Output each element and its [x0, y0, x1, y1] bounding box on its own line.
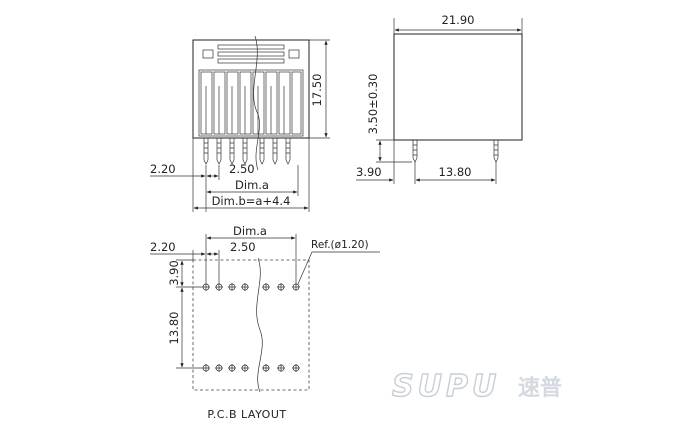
logo-brand-text: SUPU	[392, 369, 500, 404]
side-pin-length-dimension: 3.50±0.30	[366, 74, 412, 163]
front-dim-b-label: Dim.b=a+4.4	[212, 194, 291, 208]
side-left-offset-label: 3.90	[356, 165, 382, 179]
side-span-label: 13.80	[439, 165, 472, 179]
pcb-row-offset-label: 3.90	[167, 260, 181, 286]
front-pins	[203, 138, 291, 165]
side-bottom-dimensions: 3.90 13.80	[356, 140, 497, 184]
pcb-layout-view: Dim.a 2.20 2.50 Ref.(ø1.20) 3.90 13.80 P…	[150, 224, 380, 421]
pcb-ref-label: Ref.(ø1.20)	[311, 239, 369, 251]
pcb-footprint-outline	[192, 259, 310, 391]
side-body-outline	[393, 33, 523, 141]
side-width-label: 21.90	[442, 13, 475, 27]
pcb-dim-a-label: Dim.a	[233, 224, 267, 238]
side-pin-length-label: 3.50±0.30	[366, 74, 380, 135]
side-pins	[412, 140, 499, 163]
break-line	[253, 35, 260, 171]
cell-area	[198, 69, 304, 137]
front-height-dimension: 17.50	[309, 39, 330, 139]
supu-logo: SUPU 速普	[391, 368, 562, 404]
front-pitch-label: 2.50	[229, 162, 255, 176]
front-dim-a-label: Dim.a	[235, 178, 269, 192]
pcb-side-dimensions: 3.90 13.80	[167, 259, 202, 369]
front-height-label: 17.50	[310, 74, 324, 107]
left-latch	[202, 49, 214, 59]
front-view: 17.50 2.20 2.50 Dim.a Dim.b=a+4.4	[150, 35, 330, 212]
front-offset-label: 2.20	[150, 162, 176, 176]
pcb-top-dimensions: Dim.a 2.20 2.50 Ref.(ø1.20)	[150, 224, 380, 285]
pcb-break-line	[256, 257, 263, 393]
pcb-offset-label: 2.20	[150, 240, 176, 254]
right-latch	[288, 49, 300, 59]
pcb-row-span-label: 13.80	[167, 312, 181, 345]
pcb-pitch-label: 2.50	[230, 240, 256, 254]
side-view: 21.90 3.50±0.30 3.90 13.80	[356, 13, 523, 184]
pcb-hole-row-top	[202, 283, 300, 291]
contact-cells	[200, 71, 302, 135]
front-pitch-dimensions: 2.20 2.50 Dim.a Dim.b=a+4.4	[150, 138, 310, 212]
pcb-hole-row-bottom	[202, 364, 300, 372]
pcb-layout-title: P.C.B LAYOUT	[207, 408, 286, 421]
logo-brand-cn-text: 速普	[518, 375, 562, 401]
front-body-outline	[192, 39, 310, 139]
top-slot-bars	[217, 44, 285, 64]
